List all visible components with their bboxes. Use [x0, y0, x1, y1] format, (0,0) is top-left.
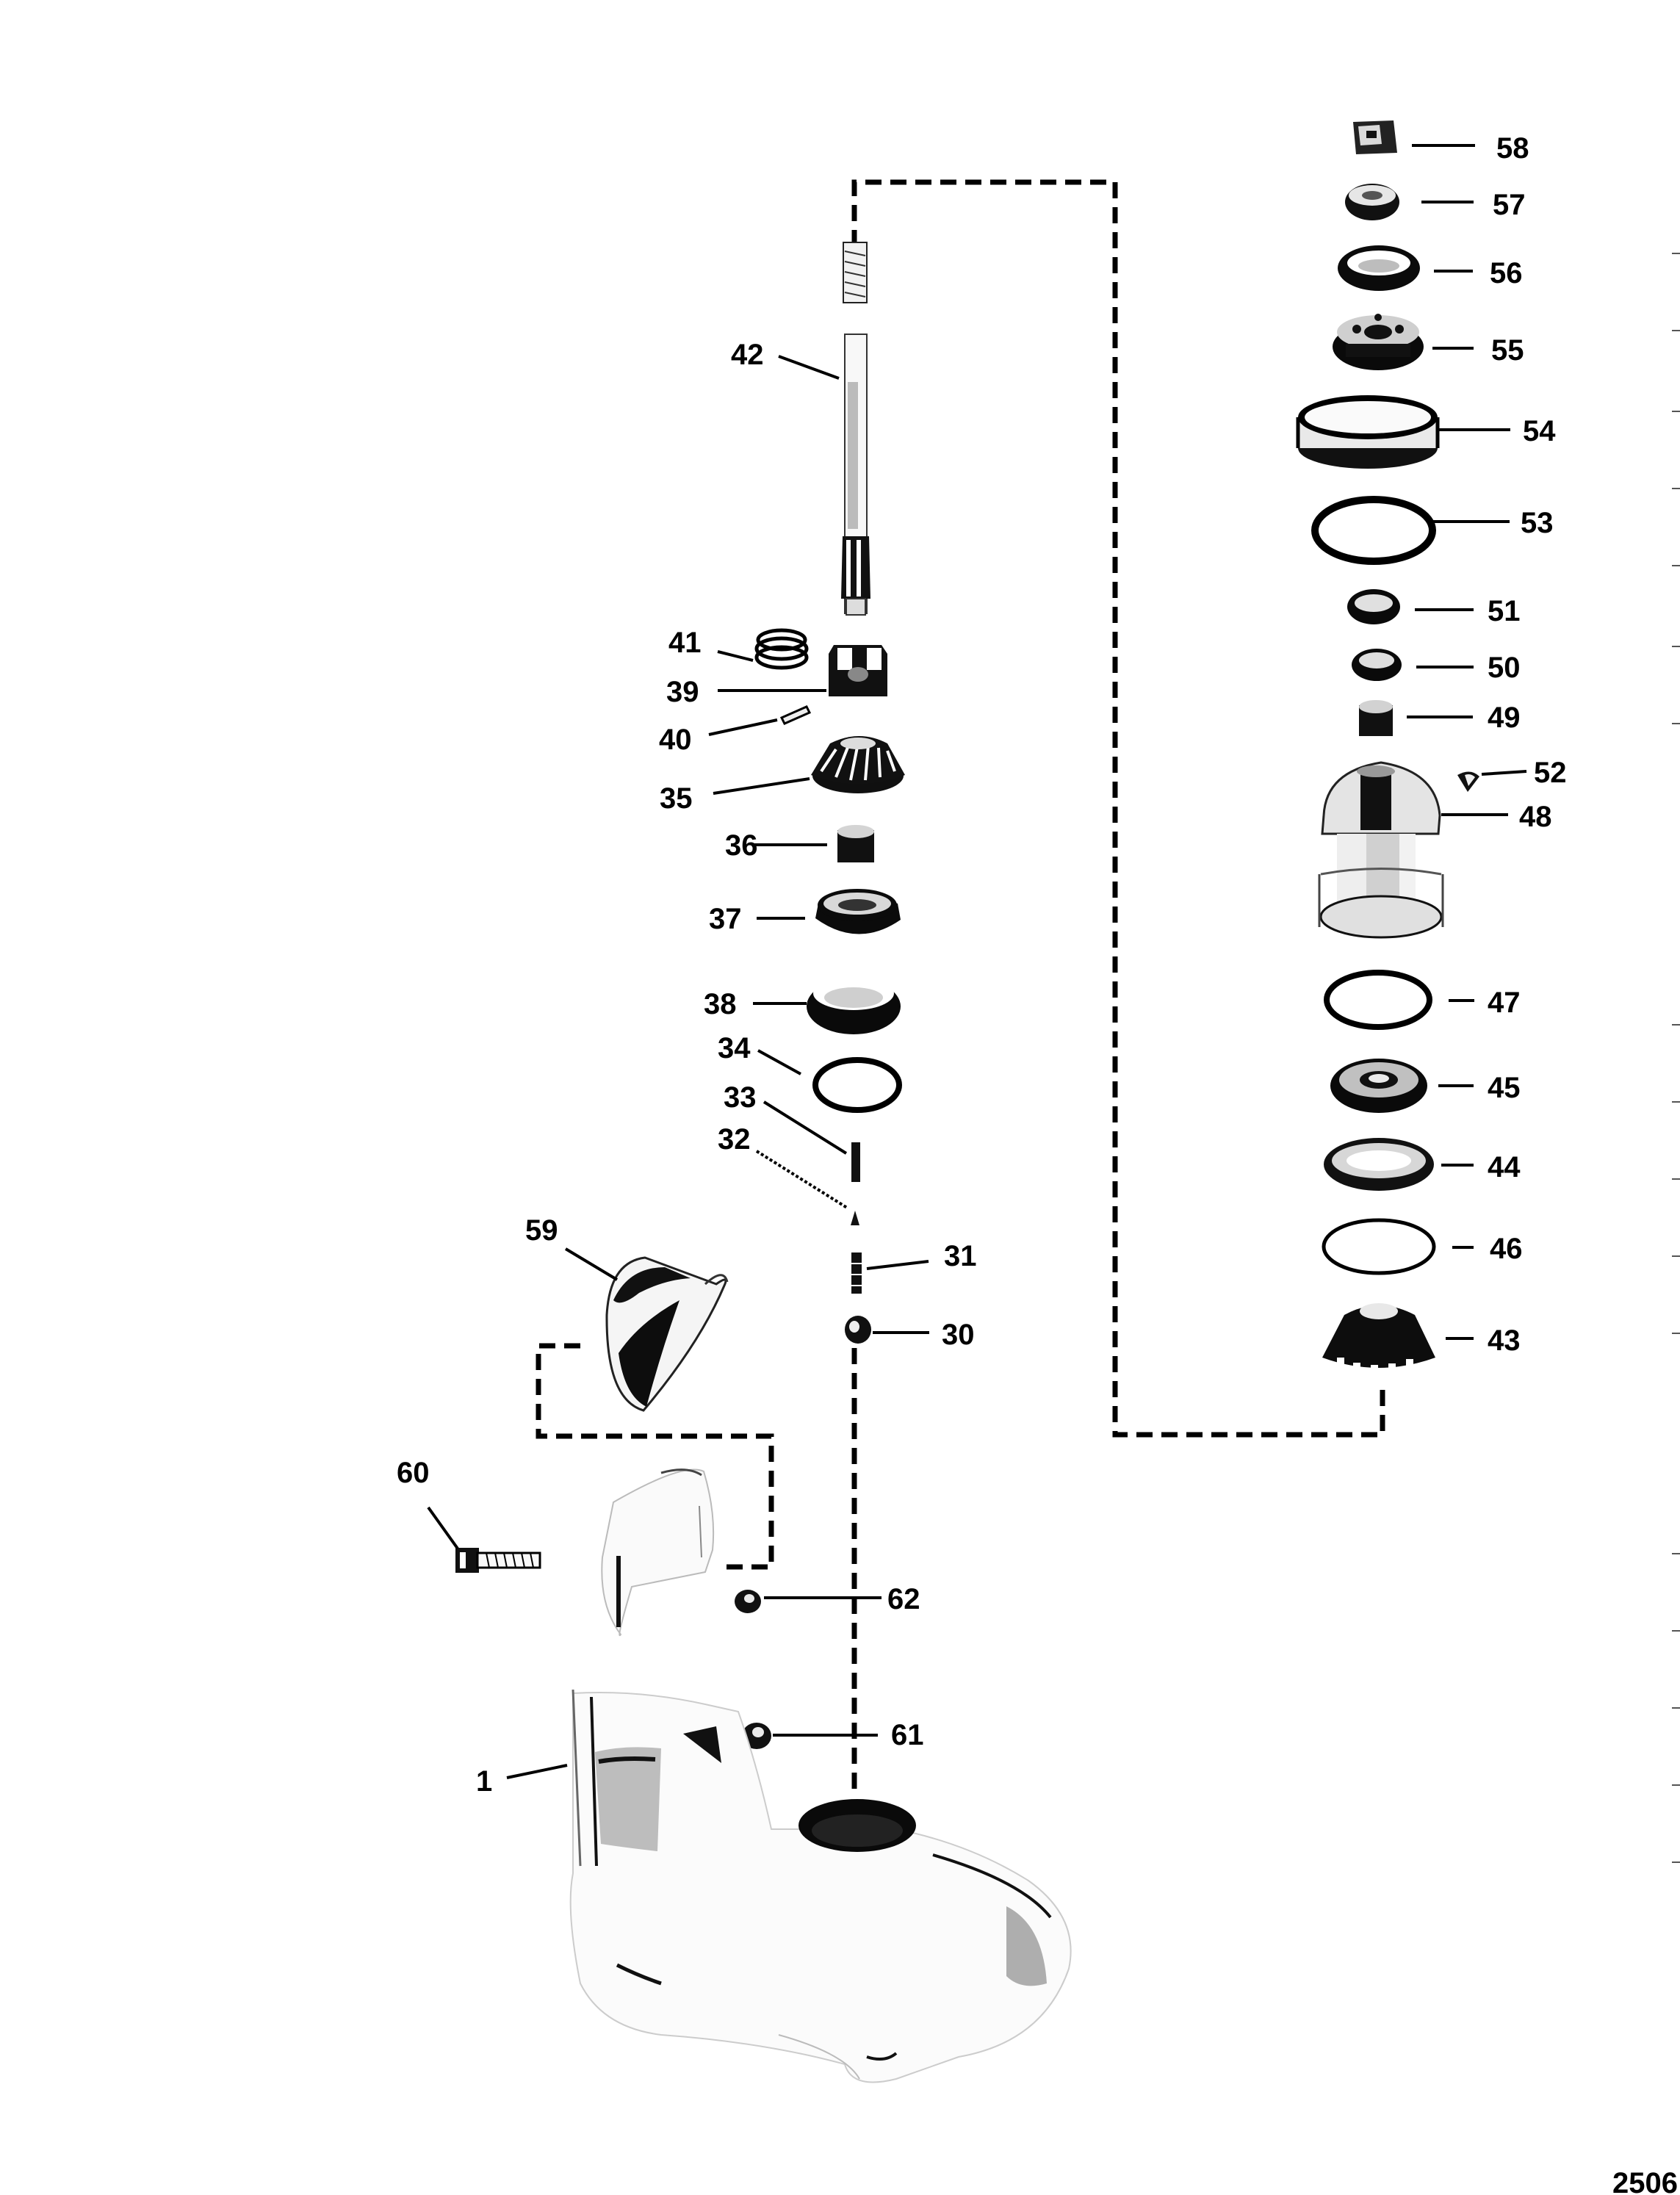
callout-41: 41	[668, 627, 702, 659]
part-42-shift-shaft	[841, 242, 870, 616]
part-30-nut	[845, 1316, 871, 1344]
callout-59: 59	[525, 1214, 558, 1247]
callout-40: 40	[659, 724, 692, 756]
callout-35: 35	[660, 782, 693, 815]
callout-37: 37	[709, 903, 742, 935]
callout-51: 51	[1488, 595, 1521, 627]
part-47-o-ring	[1324, 970, 1432, 1030]
callout-43: 43	[1488, 1324, 1521, 1357]
part-41-spring	[754, 628, 809, 670]
callout-61: 61	[891, 1719, 924, 1751]
part-32-ball	[851, 1211, 859, 1225]
part-44-washer	[1324, 1138, 1434, 1191]
callout-31: 31	[944, 1240, 977, 1272]
part-39-clutch	[829, 645, 887, 696]
callout-45: 45	[1488, 1072, 1521, 1104]
part-59-cover	[605, 1256, 729, 1412]
part-54-cup	[1296, 395, 1440, 469]
callout-42: 42	[731, 339, 764, 371]
part-40-pin	[779, 705, 812, 725]
part-55-bearing-retainer	[1333, 314, 1424, 370]
part-43-pinion-gear	[1322, 1303, 1435, 1375]
callout-labels: 58 57 56 55 54 53 51 50 49 52 48 47 45 4…	[397, 132, 1567, 1798]
callout-58: 58	[1496, 132, 1529, 165]
callout-34: 34	[718, 1032, 751, 1064]
callout-38: 38	[704, 988, 737, 1020]
callout-33: 33	[724, 1081, 757, 1114]
callout-48: 48	[1519, 801, 1552, 833]
part-housing-fairing	[601, 1468, 715, 1637]
part-52-key	[1457, 771, 1479, 792]
callout-49: 49	[1488, 702, 1521, 734]
figure-number: 2506	[1612, 2167, 1678, 2195]
callout-32: 32	[718, 1123, 751, 1156]
callout-55: 55	[1491, 334, 1524, 367]
part-38-bearing-race	[807, 976, 901, 1034]
part-57-nut	[1345, 184, 1399, 220]
callout-46: 46	[1490, 1233, 1523, 1265]
callout-62: 62	[887, 1583, 920, 1615]
callout-60: 60	[397, 1457, 430, 1489]
part-62-nut	[735, 1590, 761, 1613]
part-36-bearing	[837, 825, 874, 862]
part-48-gear-housing	[1318, 761, 1444, 939]
callout-39: 39	[666, 676, 699, 708]
part-49-bearing	[1359, 700, 1393, 736]
callout-30: 30	[942, 1319, 975, 1351]
part-46-o-ring	[1322, 1218, 1436, 1275]
part-33-pin	[851, 1142, 860, 1182]
cover-to-housing-path	[536, 1343, 774, 1570]
callout-53: 53	[1521, 507, 1554, 539]
part-56-washer	[1338, 245, 1420, 291]
callout-52: 52	[1534, 757, 1567, 789]
leader-lines	[427, 144, 1527, 1779]
driveshaft-to-pinion-path	[851, 179, 1385, 1438]
callout-50: 50	[1488, 652, 1521, 684]
part-53-o-ring	[1311, 496, 1436, 565]
part-45-bearing	[1330, 1059, 1427, 1113]
part-37-bearing-cup	[815, 889, 901, 934]
page-edge-ticks	[1672, 253, 1680, 1863]
callout-56: 56	[1490, 257, 1523, 289]
part-50-race	[1352, 649, 1402, 681]
callout-36: 36	[725, 829, 758, 862]
part-35-forward-gear	[811, 736, 905, 793]
callout-44: 44	[1488, 1151, 1521, 1183]
callout-57: 57	[1493, 189, 1526, 221]
part-51-race	[1347, 589, 1400, 624]
assembly-dashed-lines	[536, 179, 1385, 1796]
part-34-o-ring	[812, 1057, 902, 1113]
part-60-screw	[455, 1548, 541, 1573]
callout-47: 47	[1488, 987, 1521, 1019]
part-31-pin	[851, 1253, 862, 1294]
part-58-nut	[1353, 120, 1397, 154]
part-1-gear-housing	[569, 1689, 1072, 2083]
callout-1: 1	[476, 1765, 492, 1798]
callout-54: 54	[1523, 415, 1556, 447]
